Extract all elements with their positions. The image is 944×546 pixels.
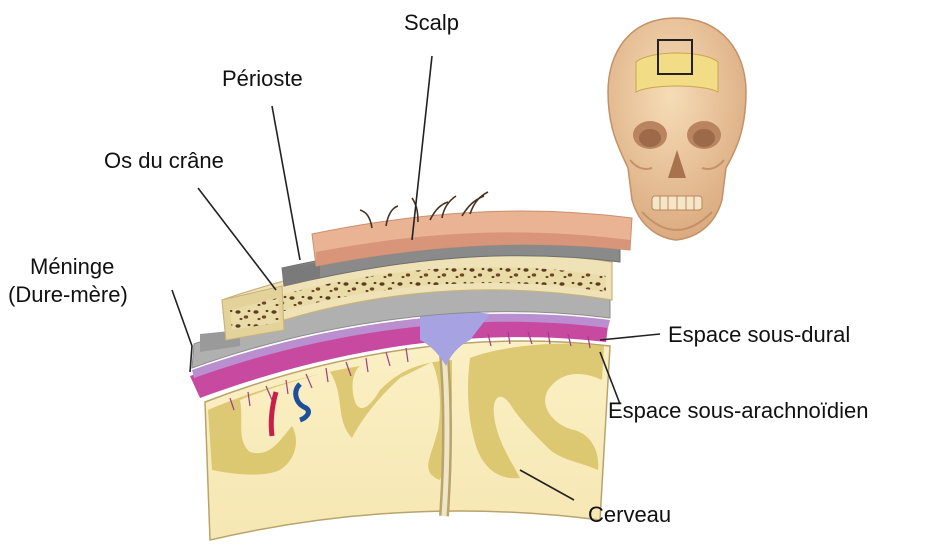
label-espace-sous-dural: Espace sous-dural bbox=[668, 322, 850, 347]
label-os-du-crane: Os du crâne bbox=[104, 148, 224, 173]
label-espace-sous-arachnoidien: Espace sous-arachnoïdien bbox=[608, 398, 869, 423]
leader-scalp bbox=[412, 56, 432, 240]
label-dure-mere: (Dure-mère) bbox=[8, 282, 128, 307]
label-scalp: Scalp bbox=[404, 10, 459, 35]
leader-meninge bbox=[172, 290, 192, 372]
tissue-block bbox=[190, 192, 632, 540]
skull-illustration bbox=[608, 18, 746, 240]
label-meninge: Méninge bbox=[30, 254, 114, 279]
label-cerveau: Cerveau bbox=[588, 502, 671, 527]
label-perioste: Périoste bbox=[222, 66, 303, 91]
leader-espace-sous-dural bbox=[600, 334, 660, 340]
leader-os-du-crane bbox=[198, 188, 276, 290]
leader-perioste bbox=[272, 106, 300, 260]
